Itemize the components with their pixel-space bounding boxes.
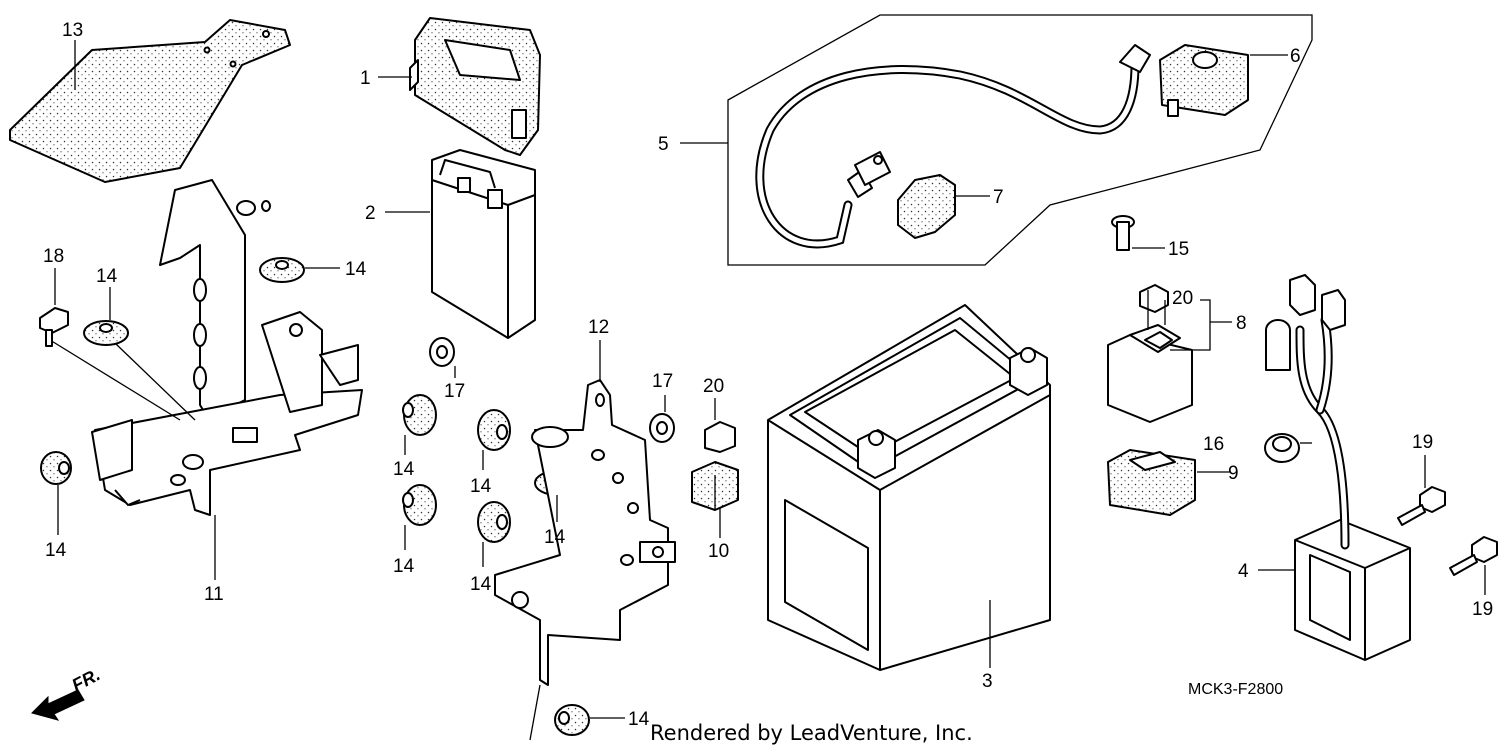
callout-9[interactable]: 9 [1228, 463, 1239, 484]
part-14-grommet-d[interactable] [402, 394, 437, 436]
part-14-grommet-b[interactable] [83, 320, 129, 346]
part-14-grommet-g[interactable] [477, 501, 511, 543]
diagram-part-code: MCK3-F2800 [1188, 681, 1283, 698]
callout-14-f[interactable]: 14 [470, 476, 492, 497]
callout-17-a[interactable]: 17 [444, 381, 465, 402]
callout-13[interactable]: 13 [62, 20, 83, 41]
callout-2[interactable]: 2 [365, 203, 376, 224]
callout-14-a[interactable]: 14 [345, 259, 367, 280]
part-19-bolt-top[interactable] [1397, 486, 1446, 526]
part-14-grommet-c[interactable] [40, 451, 72, 485]
part-17-nut-left[interactable] [429, 337, 455, 367]
callout-20-b[interactable]: 20 [1172, 288, 1193, 309]
part-5-cable[interactable] [755, 44, 1151, 249]
callout-8[interactable]: 8 [1236, 313, 1247, 334]
part-14-grommet-e[interactable] [402, 484, 437, 526]
callout-7[interactable]: 7 [993, 187, 1004, 208]
callout-12[interactable]: 12 [588, 317, 609, 338]
render-credit: Rendered by LeadVenture, Inc. [650, 721, 973, 745]
part-8-relay[interactable] [1107, 324, 1193, 423]
callout-10[interactable]: 10 [708, 541, 729, 562]
part-9-relay-holder[interactable] [1107, 449, 1196, 516]
callout-14-e[interactable]: 14 [393, 556, 415, 577]
part-4-regulator[interactable] [1265, 274, 1411, 661]
callout-1[interactable]: 1 [360, 68, 371, 89]
callout-19-b[interactable]: 19 [1472, 599, 1493, 620]
part-14-grommet-f[interactable] [477, 409, 511, 451]
part-16-collar[interactable] [1264, 433, 1300, 463]
part-11-bracket[interactable] [91, 179, 363, 516]
part-15-screw[interactable] [1111, 215, 1135, 251]
part-10-fuse-holder[interactable] [691, 461, 739, 511]
front-direction-arrow: FR. [31, 664, 103, 721]
part-14-grommet-i[interactable] [554, 704, 590, 736]
callout-14-c[interactable]: 14 [45, 540, 67, 561]
callout-14-i[interactable]: 14 [628, 709, 650, 730]
part-20-fuse-left[interactable] [704, 421, 736, 453]
part-5-cable-box [727, 14, 1313, 266]
part-17-nut-right[interactable] [649, 413, 675, 443]
callout-6[interactable]: 6 [1290, 46, 1301, 67]
callout-17-b[interactable]: 17 [652, 371, 673, 392]
part-20-fuse-right[interactable] [1139, 284, 1169, 313]
callout-14-h[interactable]: 14 [544, 527, 566, 548]
part-3-battery[interactable] [767, 304, 1051, 671]
part-13-mat[interactable] [9, 19, 291, 183]
callout-3[interactable]: 3 [982, 671, 993, 692]
callout-14-d[interactable]: 14 [393, 459, 415, 480]
leader-lines [54, 40, 1486, 741]
callout-19-a[interactable]: 19 [1412, 432, 1433, 453]
callout-18[interactable]: 18 [43, 246, 64, 267]
callout-16[interactable]: 16 [1203, 434, 1224, 455]
callout-11[interactable]: 11 [204, 584, 224, 605]
callout-15[interactable]: 15 [1168, 239, 1189, 260]
part-2-ecu[interactable] [431, 149, 536, 339]
part-7-terminal-cover[interactable] [897, 174, 956, 239]
part-19-bolt-bottom[interactable] [1449, 536, 1498, 576]
part-6-terminal-cover[interactable] [1159, 44, 1249, 117]
part-1-cover[interactable] [409, 17, 541, 156]
callout-14-b[interactable]: 14 [96, 266, 118, 287]
callout-14-g[interactable]: 14 [470, 574, 492, 595]
part-18-bolt[interactable] [39, 307, 69, 347]
callout-5[interactable]: 5 [658, 134, 669, 155]
front-direction-label: FR. [68, 664, 103, 695]
part-12-bracket[interactable] [494, 379, 676, 686]
callout-20-a[interactable]: 20 [703, 376, 724, 397]
callout-4[interactable]: 4 [1238, 561, 1249, 582]
part-14-grommet-a[interactable] [259, 257, 305, 283]
